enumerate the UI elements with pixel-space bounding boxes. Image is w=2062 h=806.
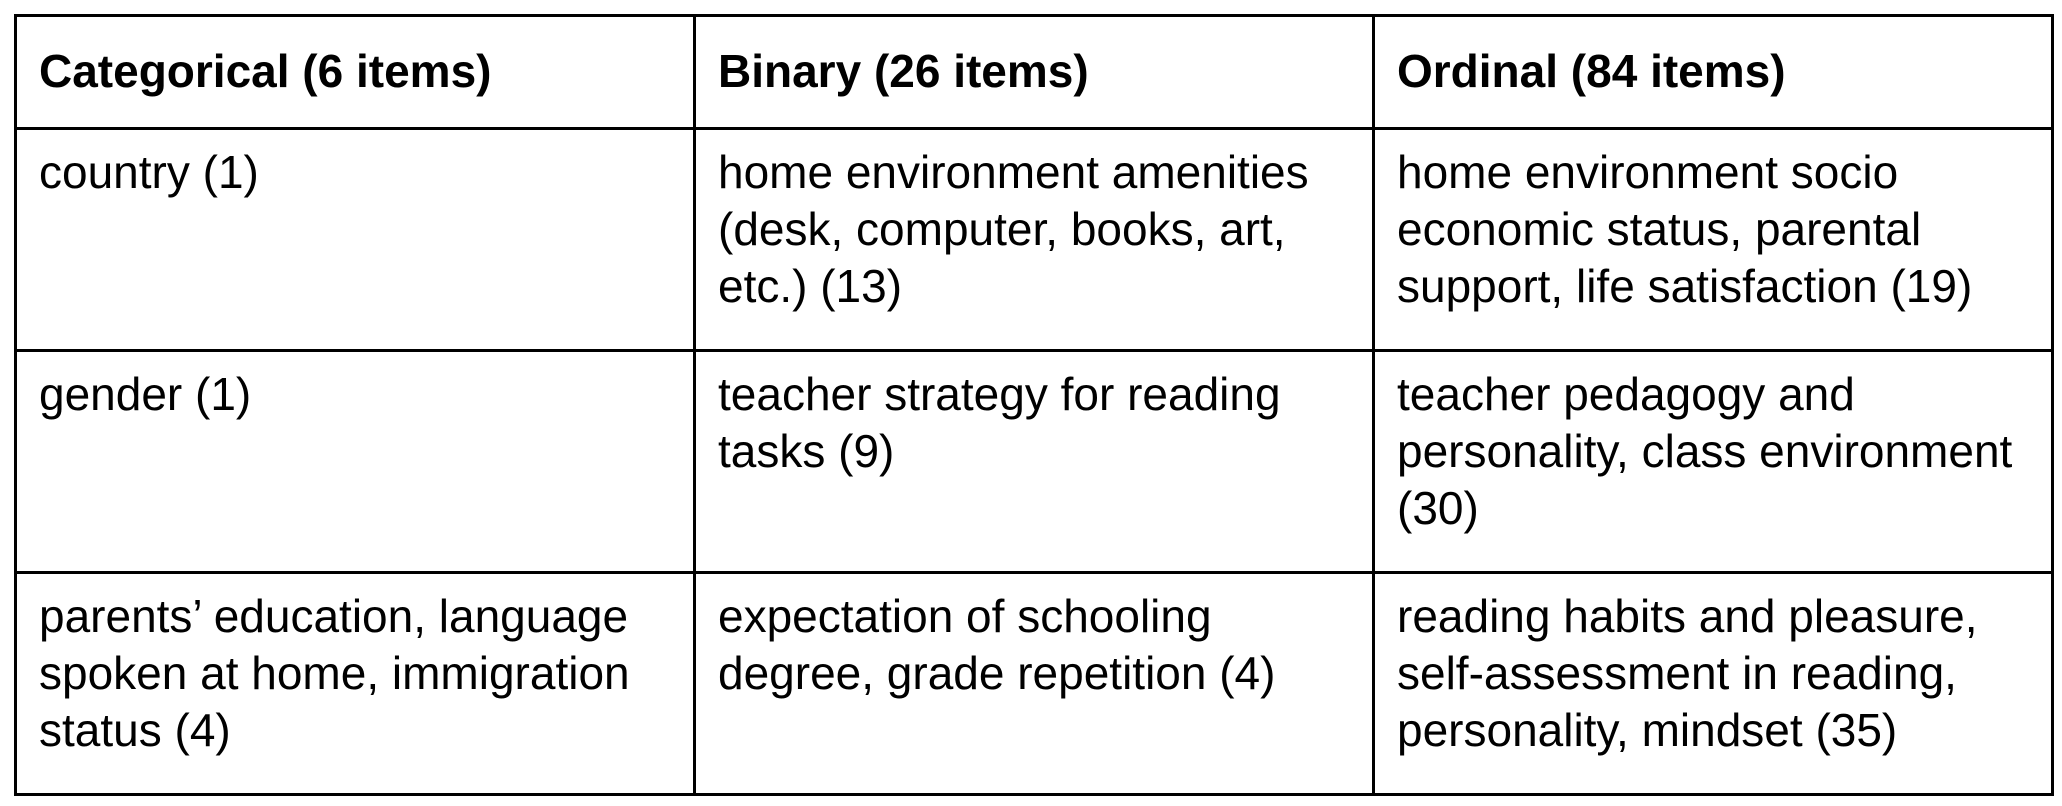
table-row: gender (1) teacher strategy for reading …	[14, 349, 2054, 574]
item-category-table-container: Categorical (6 items) Binary (26 items) …	[14, 14, 2054, 796]
table-cell: parents’ education, language spoken at h…	[14, 571, 696, 796]
item-category-table: Categorical (6 items) Binary (26 items) …	[14, 14, 2054, 796]
table-cell: reading habits and pleasure, self-assess…	[1372, 571, 2054, 796]
table-cell: teacher pedagogy and personality, class …	[1372, 349, 2054, 574]
table-cell: teacher strategy for reading tasks (9)	[693, 349, 1375, 574]
table-row: country (1) home environment amenities (…	[14, 127, 2054, 352]
table-cell: country (1)	[14, 127, 696, 352]
header-ordinal: Ordinal (84 items)	[1372, 14, 2054, 130]
header-categorical: Categorical (6 items)	[14, 14, 696, 130]
table-row: parents’ education, language spoken at h…	[14, 571, 2054, 796]
header-binary: Binary (26 items)	[693, 14, 1375, 130]
table-header-row: Categorical (6 items) Binary (26 items) …	[14, 14, 2054, 130]
table-cell: expectation of schooling degree, grade r…	[693, 571, 1375, 796]
table-cell: home environment socio economic status, …	[1372, 127, 2054, 352]
table-cell: home environment amenities (desk, comput…	[693, 127, 1375, 352]
table-cell: gender (1)	[14, 349, 696, 574]
